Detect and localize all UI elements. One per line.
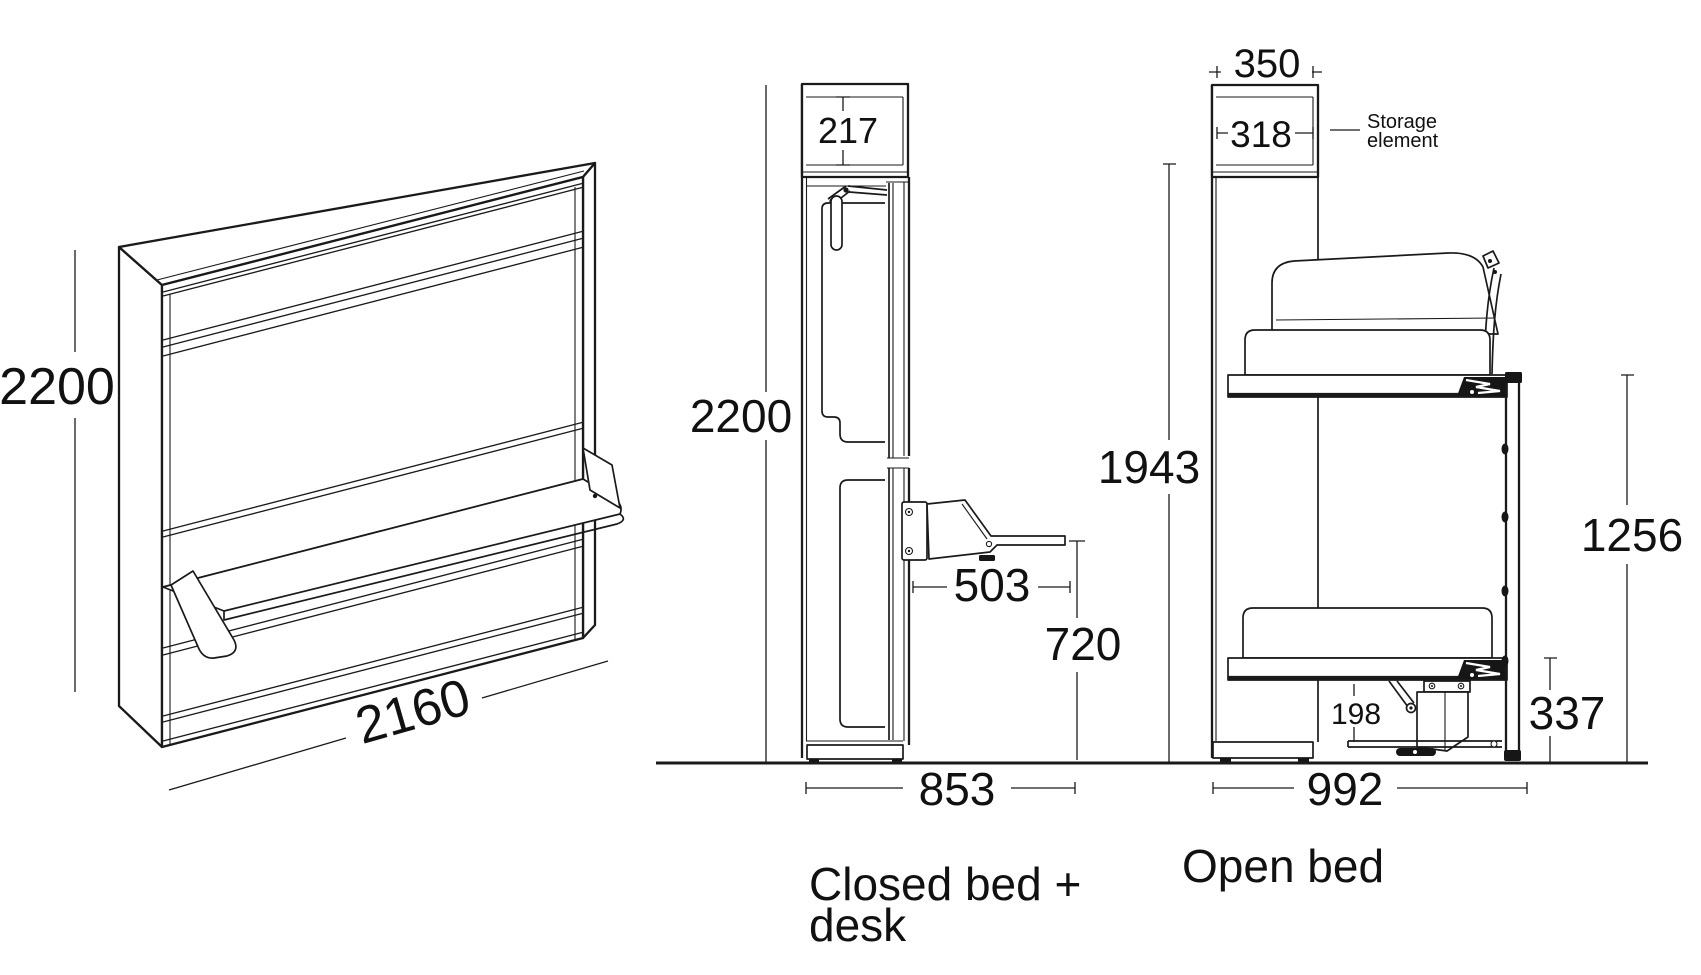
upper-hinge-zigzag <box>1465 378 1501 395</box>
post-knuckle <box>1501 585 1509 597</box>
duvet-seam <box>1275 317 1496 321</box>
lower-bed-height-dim <box>1544 657 1557 762</box>
desk-left-bracket <box>170 570 237 659</box>
foot-glide <box>1298 758 1309 762</box>
front-panel-joint-lines <box>162 182 583 742</box>
under-bed-label: 198 <box>1331 698 1381 731</box>
desk-bumper <box>979 555 995 561</box>
linkage-pivot <box>843 187 849 193</box>
lower-interior-panel <box>839 479 885 728</box>
storage-box-inner <box>802 96 908 173</box>
storage-height-label: 217 <box>818 110 878 151</box>
duvet <box>1271 252 1499 335</box>
storage-box <box>1210 83 1320 179</box>
strap-pin <box>1493 270 1497 274</box>
closed-height-label: 2200 <box>690 390 792 442</box>
upper-mattress <box>1244 329 1491 376</box>
storage-note-line2: element <box>1367 130 1439 152</box>
foot-glide <box>1220 758 1231 762</box>
width-dimension-line <box>168 660 609 791</box>
closed-bed-side-view: 217 2200 503 720 85 <box>690 82 1122 951</box>
bracket-pin <box>592 493 598 499</box>
storage-box <box>800 82 910 179</box>
front-frame-stiles <box>169 187 576 744</box>
desk-wall-bracket <box>901 501 928 561</box>
cabinet-depth-label: 350 <box>1234 42 1301 86</box>
storage-box-inner <box>1212 96 1318 173</box>
post-knuckle <box>1501 655 1509 667</box>
storage-width-dim <box>1216 127 1314 139</box>
lower-bed-height-label: 337 <box>1529 687 1606 739</box>
foot-glide <box>892 759 902 763</box>
desk-height-label: 720 <box>1045 618 1122 670</box>
upper-bed-height-dim <box>1621 374 1634 763</box>
bracket-screw-dot <box>907 510 911 514</box>
upper-interior-panel <box>821 202 885 443</box>
open-caption: Open bed <box>1182 840 1384 892</box>
bracket-screw-dot <box>907 549 911 553</box>
front-view: 2200 2160 <box>0 161 625 791</box>
folded-foot-bar <box>1347 740 1502 748</box>
cabinet-left-side-face <box>117 245 164 749</box>
post-knuckle <box>1501 443 1509 455</box>
storage-height-dim <box>836 96 850 166</box>
foot-pad-dot <box>1413 750 1417 754</box>
cabinet-depth-dim <box>1209 66 1322 78</box>
foot-glide <box>809 759 819 763</box>
folded-bed-front-inner <box>887 183 909 740</box>
leg-diagonal-strut <box>1388 680 1415 708</box>
lower-mattress <box>1242 607 1493 659</box>
support-post <box>1504 380 1521 752</box>
post-top-hinge <box>1505 372 1522 383</box>
leg-screw-dot <box>1460 685 1462 687</box>
plinth <box>1212 741 1314 759</box>
closed-caption-line1: Closed bed + <box>809 858 1081 910</box>
front-height-label: 2200 <box>0 358 115 416</box>
cabinet-right-edge-face <box>581 161 597 640</box>
open-depth-label: 992 <box>1307 763 1384 815</box>
desk-profile-inner <box>961 503 988 540</box>
plinth <box>806 744 904 760</box>
desk-front-edge <box>223 513 625 621</box>
top-face-edge-line <box>156 170 585 281</box>
storage-width-label: 318 <box>1230 114 1292 155</box>
leg-panel <box>1416 691 1469 752</box>
closed-depth-dim <box>805 782 1076 794</box>
closed-depth-label: 853 <box>919 763 996 815</box>
closed-caption-line2: desk <box>809 899 907 951</box>
desk-depth-dim <box>912 581 1071 593</box>
upper-bed-height-label: 1256 <box>1581 509 1683 561</box>
lower-hinge-dot <box>1470 673 1474 677</box>
open-depth-dim <box>1212 782 1528 794</box>
storage-note-line1: Storage <box>1367 111 1437 133</box>
desk-pivot <box>985 540 993 548</box>
desk-depth-label: 503 <box>954 559 1031 611</box>
desk-right-bracket <box>582 447 621 509</box>
lower-hinge-zigzag <box>1465 661 1501 678</box>
gas-strut <box>830 195 843 251</box>
clearance-height-label: 1943 <box>1098 441 1200 493</box>
clearance-height-dim <box>1163 163 1176 763</box>
strap-pin <box>1488 259 1492 263</box>
open-bed-side-view: 318 350 Storage element <box>1098 42 1683 892</box>
desk-profile <box>926 499 1066 560</box>
post-knuckle <box>1501 511 1509 523</box>
upper-hinge-dot <box>1470 390 1474 394</box>
post-foot <box>1504 750 1521 761</box>
foot-bar-pin <box>1490 740 1498 748</box>
leg-screw-dot <box>1431 685 1433 687</box>
desk-height-dim <box>1069 540 1085 760</box>
leg-pivot-dot <box>1409 706 1413 710</box>
